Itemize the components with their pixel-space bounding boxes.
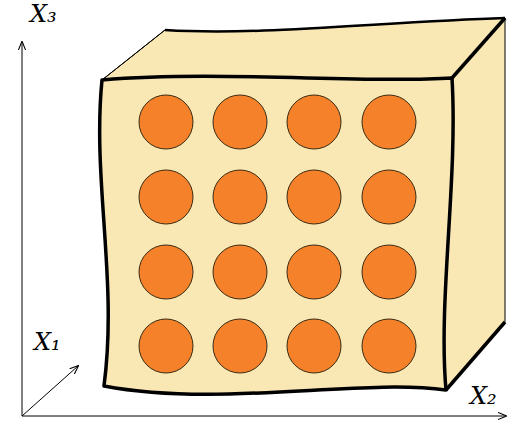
x2-axis	[22, 416, 506, 417]
top-face	[102, 18, 505, 80]
fibre-section	[139, 170, 193, 224]
fibre-section	[362, 170, 416, 224]
axis-label: X₁	[34, 330, 61, 354]
x3-axis	[22, 42, 23, 416]
fibre-section	[287, 245, 341, 299]
fibre-section	[213, 95, 267, 149]
fibre-section	[139, 319, 193, 373]
x1-axis	[22, 366, 78, 416]
fibre-grid	[139, 95, 416, 373]
right-face	[444, 18, 505, 390]
fibre-section	[213, 170, 267, 224]
fibre-section	[362, 95, 416, 149]
axis-label: X₃	[30, 2, 57, 26]
bottom-right-edge	[446, 322, 505, 390]
fibre-section	[139, 95, 193, 149]
fibre-section	[139, 245, 193, 299]
fibre-section	[287, 319, 341, 373]
axis-label: X₂	[470, 384, 497, 408]
fibre-section	[213, 319, 267, 373]
fibre-section	[287, 170, 341, 224]
top-right-edge	[452, 18, 505, 78]
front-face	[100, 76, 453, 394]
top-back-edge	[165, 18, 505, 31]
fibre-section	[213, 245, 267, 299]
fibre-section	[362, 319, 416, 373]
fibre-section	[287, 95, 341, 149]
fibre-section	[362, 245, 416, 299]
top-left-edge	[102, 30, 165, 80]
